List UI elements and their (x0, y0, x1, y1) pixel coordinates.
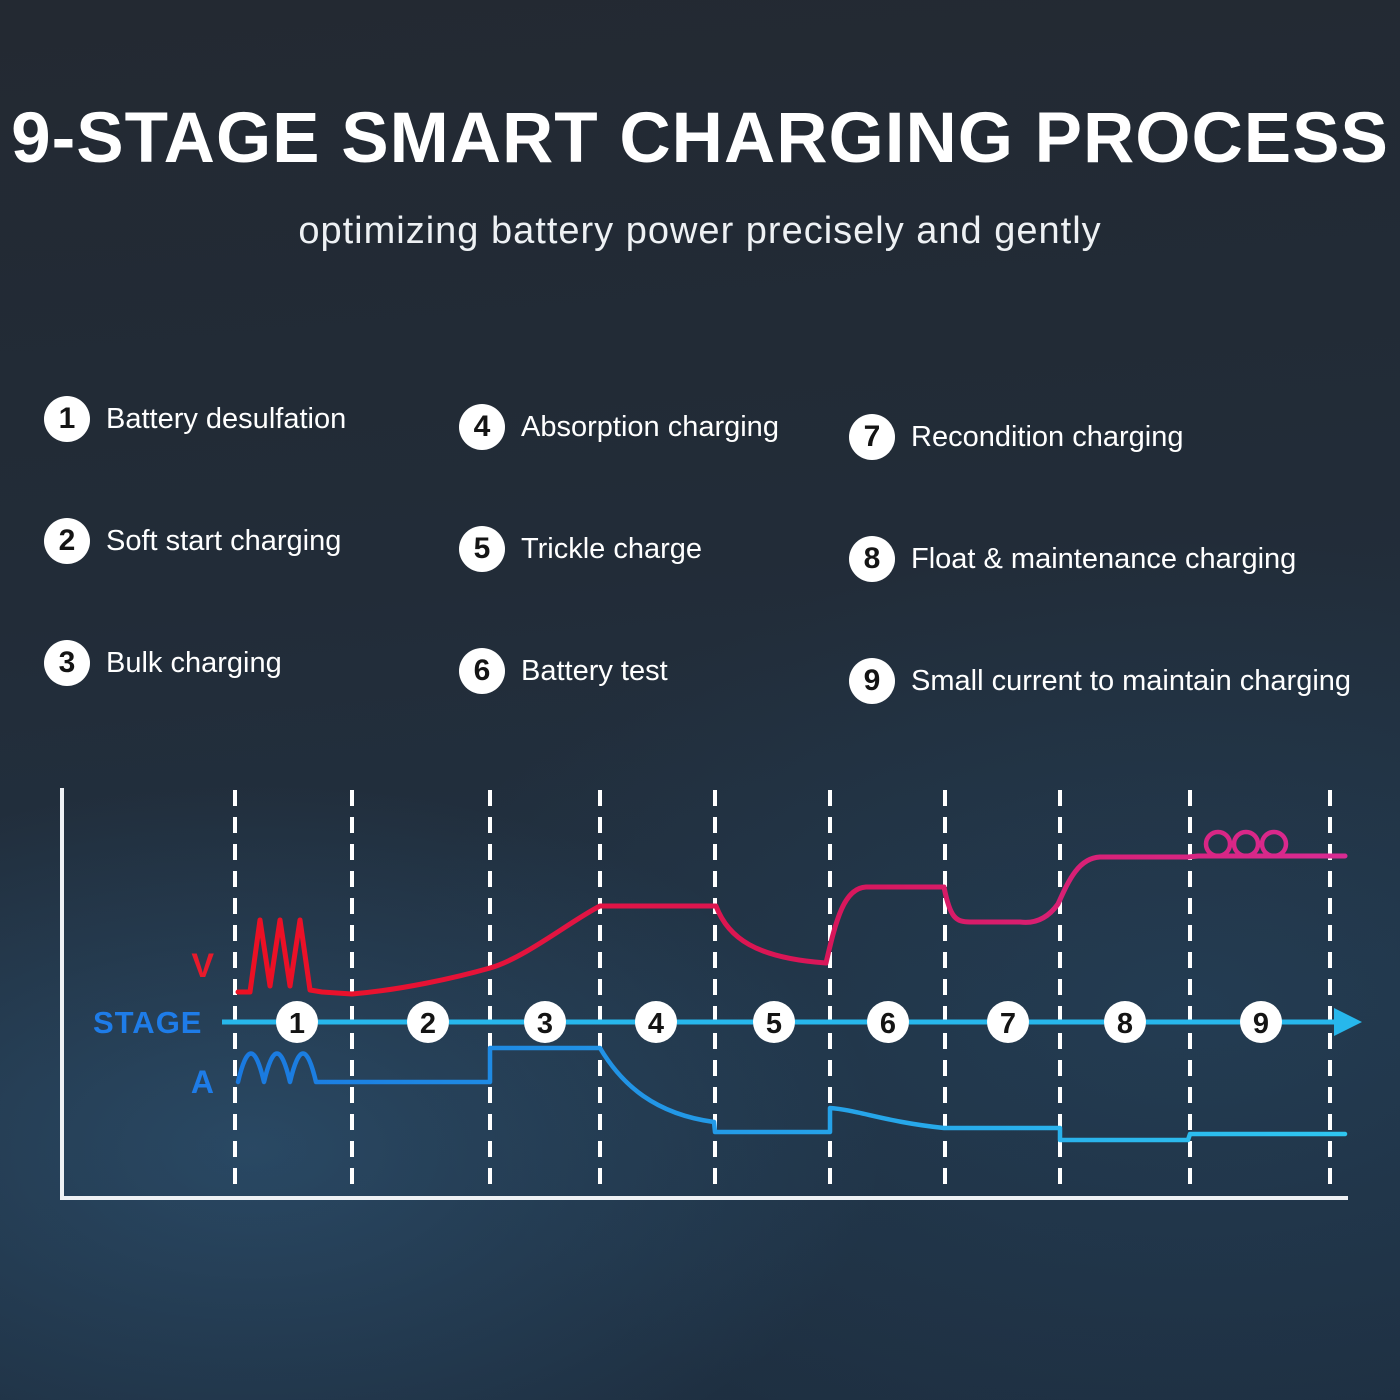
stage-number-badge: 5 (459, 526, 505, 572)
voltage-ripple-loops (1203, 829, 1289, 859)
legend-item-8: 8 Float & maintenance charging (849, 498, 1376, 620)
axis-stage-number: 9 (1253, 1008, 1269, 1040)
stage-number-badge: 3 (44, 640, 90, 686)
stage-label: Recondition charging (911, 420, 1184, 453)
legend-item-7: 7 Recondition charging (849, 376, 1376, 498)
legend-item-2: 2 Soft start charging (44, 480, 459, 602)
legend-item-1: 1 Battery desulfation (44, 358, 459, 480)
current-axis-label: A (191, 1064, 214, 1100)
stage-label: Trickle charge (521, 532, 703, 565)
voltage-axis-label: V (191, 947, 214, 985)
legend-item-6: 6 Battery test (459, 610, 849, 732)
stage-number-badge: 7 (849, 414, 895, 460)
stage-axis-label: STAGE (93, 1005, 203, 1040)
stage-number-badge: 2 (44, 518, 90, 564)
legend-item-5: 5 Trickle charge (459, 488, 849, 610)
stage-axis-arrow-icon (1334, 1008, 1362, 1036)
axis-stage-number: 2 (420, 1008, 436, 1040)
axis-stage-number: 5 (766, 1008, 782, 1040)
stage-number-badge: 8 (849, 536, 895, 582)
page-title: 9-STAGE SMART CHARGING PROCESS (11, 99, 1389, 178)
stage-number-badge: 9 (849, 658, 895, 704)
stage-number-badge: 4 (459, 404, 505, 450)
axis-stage-number: 1 (289, 1008, 305, 1040)
legend-item-3: 3 Bulk charging (44, 602, 459, 724)
axis-stage-number: 8 (1117, 1008, 1133, 1040)
axis-stage-number: 3 (537, 1008, 553, 1040)
stage-label: Battery desulfation (106, 402, 347, 435)
current-curve (235, 1045, 1348, 1143)
legend-item-9: 9 Small current to maintain charging (849, 620, 1376, 742)
stage-label: Absorption charging (521, 410, 779, 443)
voltage-curve (235, 853, 1348, 997)
stage-number-badge: 1 (44, 396, 90, 442)
stage-label: Bulk charging (106, 646, 282, 679)
stage-label: Float & maintenance charging (911, 542, 1297, 575)
stage-legend: 1 Battery desulfation 2 Soft start charg… (44, 358, 1376, 724)
page-subtitle: optimizing battery power precisely and g… (298, 210, 1102, 252)
stage-label: Battery test (521, 654, 668, 687)
axis-stage-number: 4 (648, 1008, 664, 1040)
axis-stage-number: 7 (1000, 1008, 1016, 1040)
stage-label: Soft start charging (106, 524, 342, 557)
legend-item-4: 4 Absorption charging (459, 366, 849, 488)
stage-label: Small current to maintain charging (911, 664, 1352, 697)
charging-curve-chart: V STAGE A 1 2 3 4 5 6 7 8 9 (60, 788, 1362, 1200)
axis-stage-number: 6 (880, 1008, 896, 1040)
stage-number-badge: 6 (459, 648, 505, 694)
stage-axis-markers: 1 2 3 4 5 6 7 8 9 (276, 1001, 1282, 1043)
